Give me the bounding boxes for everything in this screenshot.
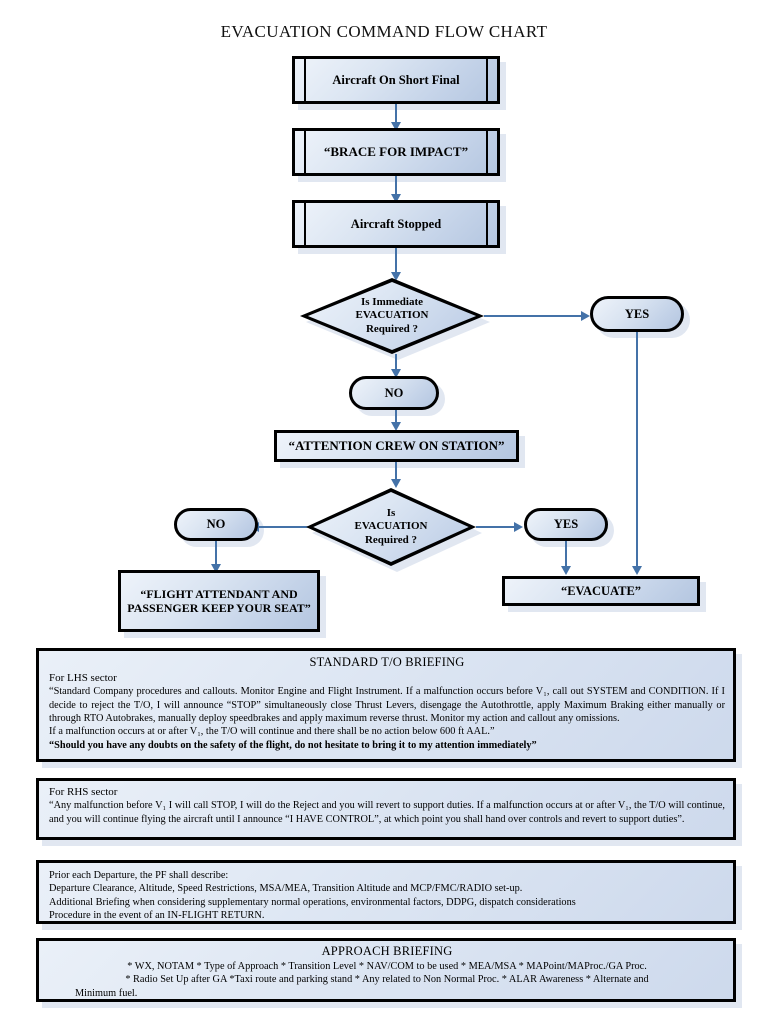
departure-line-2: Departure Clearance, Altitude, Speed Res… bbox=[49, 883, 523, 895]
node-label: “BRACE FOR IMPACT” bbox=[323, 144, 469, 160]
decision-line-3: Required ? bbox=[365, 322, 419, 335]
decision-is-evacuation-required[interactable]: Is EVACUATION Required ? bbox=[306, 488, 476, 566]
node-label: Aircraft Stopped bbox=[350, 216, 442, 231]
lhs-sector-body-2: If a malfunction occurs at or after V₁, … bbox=[49, 726, 495, 738]
connector-arrowhead bbox=[561, 566, 571, 575]
panel-rhs-sector-briefing: For RHS sector “Any malfunction before V… bbox=[36, 778, 736, 840]
connector-arrowhead bbox=[391, 369, 401, 378]
decision-line-1: Is bbox=[386, 507, 396, 520]
connector-arrowhead bbox=[581, 311, 590, 321]
node-label: YES bbox=[624, 306, 650, 321]
lhs-sector-body: “Standard Company procedures and callout… bbox=[49, 686, 725, 725]
connector-line bbox=[636, 332, 638, 570]
connector-line bbox=[395, 176, 397, 197]
decision-line-1: Is Immediate bbox=[360, 296, 424, 309]
departure-line-3: Additional Briefing when considering sup… bbox=[49, 896, 576, 908]
departure-line-1: Prior each Departure, the PF shall descr… bbox=[49, 870, 229, 881]
decision-line-2: EVACUATION bbox=[355, 309, 429, 322]
node-flight-attendant-keep-your-seat[interactable]: “FLIGHT ATTENDANT AND PASSENGER KEEP YOU… bbox=[118, 570, 320, 632]
decision-line-3: Required ? bbox=[364, 533, 418, 546]
node-label: YES bbox=[553, 517, 579, 532]
panel-heading: APPROACH BRIEFING bbox=[321, 944, 453, 958]
connector-line bbox=[215, 541, 217, 569]
node-attention-crew-on-station[interactable]: “ATTENTION CREW ON STATION” bbox=[274, 430, 519, 462]
connector-line bbox=[476, 526, 518, 528]
page-title: EVACUATION COMMAND FLOW CHART bbox=[220, 22, 548, 41]
node-no-immediate[interactable]: NO bbox=[349, 376, 439, 410]
connector-arrowhead bbox=[391, 272, 401, 281]
approach-line-3: Minimum fuel. bbox=[75, 987, 138, 999]
node-label: “ATTENTION CREW ON STATION” bbox=[288, 438, 505, 454]
connector-line bbox=[395, 462, 397, 484]
connector-line bbox=[395, 104, 397, 125]
node-label: “FLIGHT ATTENDANT AND PASSENGER KEEP YOU… bbox=[127, 586, 311, 615]
decision-label: Is EVACUATION Required ? bbox=[337, 507, 446, 547]
node-evacuate[interactable]: “EVACUATE” bbox=[502, 576, 700, 606]
node-label: NO bbox=[384, 385, 404, 400]
departure-line-4: Procedure in the event of an IN-FLIGHT R… bbox=[49, 910, 265, 922]
connector-arrowhead bbox=[211, 564, 221, 573]
connector-line bbox=[395, 410, 397, 427]
connector-arrowhead bbox=[391, 422, 401, 431]
connector-line bbox=[258, 526, 308, 528]
node-label: “EVACUATE” bbox=[560, 583, 642, 598]
connector-arrowhead bbox=[632, 566, 642, 575]
panel-approach-briefing: APPROACH BRIEFING * WX, NOTAM * Type of … bbox=[36, 938, 736, 1002]
connector-arrowhead bbox=[391, 479, 401, 488]
lhs-sector-bold-note: “Should you have any doubts on the safet… bbox=[49, 739, 537, 751]
lhs-sector-label: For LHS sector bbox=[49, 672, 117, 684]
node-yes-immediate[interactable]: YES bbox=[590, 296, 684, 332]
panel-departure-briefing: Prior each Departure, the PF shall descr… bbox=[36, 860, 736, 924]
node-label: Aircraft On Short Final bbox=[332, 72, 460, 87]
node-brace-for-impact[interactable]: “BRACE FOR IMPACT” bbox=[292, 128, 500, 176]
connector-line bbox=[395, 354, 397, 374]
decision-is-immediate-evacuation-required[interactable]: Is Immediate EVACUATION Required ? bbox=[300, 278, 484, 354]
node-label: NO bbox=[206, 517, 226, 532]
approach-line-1: * WX, NOTAM * Type of Approach * Transit… bbox=[127, 961, 647, 972]
panel-standard-takeoff-briefing: STANDARD T/O BRIEFING For LHS sector “St… bbox=[36, 648, 736, 762]
panel-heading: STANDARD T/O BRIEFING bbox=[309, 655, 465, 669]
connector-arrowhead bbox=[514, 522, 523, 532]
rhs-sector-label: For RHS sector bbox=[49, 786, 118, 798]
connector-line bbox=[484, 315, 584, 317]
node-no-evacuation[interactable]: NO bbox=[174, 508, 258, 541]
decision-label: Is Immediate EVACUATION Required ? bbox=[333, 296, 451, 336]
connector-line bbox=[565, 541, 567, 570]
node-aircraft-on-short-final[interactable]: Aircraft On Short Final bbox=[292, 56, 500, 104]
decision-line-2: EVACUATION bbox=[354, 520, 428, 533]
approach-line-2: * Radio Set Up after GA *Taxi route and … bbox=[125, 974, 649, 986]
node-yes-evacuation[interactable]: YES bbox=[524, 508, 608, 541]
connector-arrowhead bbox=[391, 122, 401, 131]
connector-line bbox=[395, 248, 397, 276]
node-aircraft-stopped[interactable]: Aircraft Stopped bbox=[292, 200, 500, 248]
connector-arrowhead bbox=[391, 194, 401, 203]
rhs-sector-body: “Any malfunction before V₁ I will call S… bbox=[49, 800, 725, 825]
